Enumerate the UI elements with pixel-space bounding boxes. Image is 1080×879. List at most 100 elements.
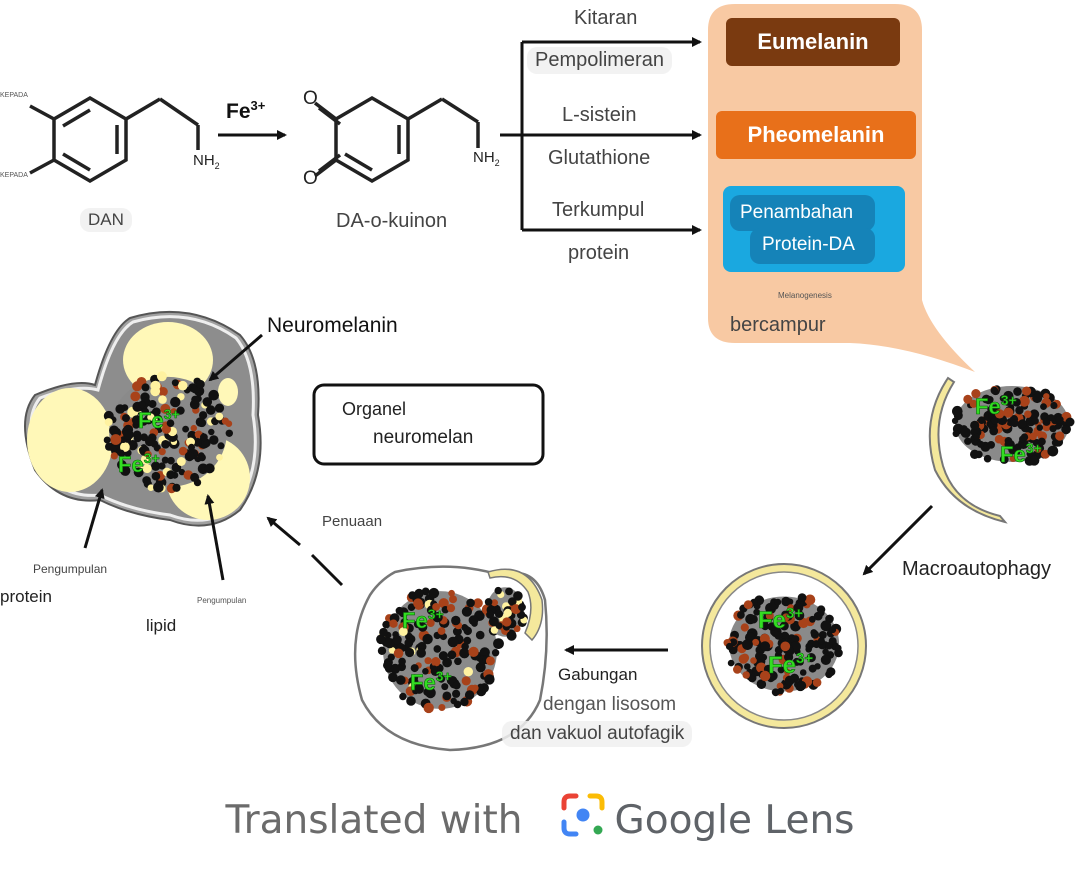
melanin-granule (1012, 398, 1021, 407)
melanin-granule (808, 664, 817, 673)
melanin-granule (793, 602, 804, 613)
melanin-granule (425, 687, 436, 699)
melanin-granule (1040, 403, 1047, 410)
melanin-granule (774, 631, 783, 640)
melanin-granule (190, 424, 197, 432)
melanin-granule (787, 604, 795, 612)
melanin-granule (740, 623, 749, 632)
melanin-granule (477, 683, 484, 691)
melanin-granule (449, 595, 457, 604)
melanin-granule (225, 429, 233, 437)
melanin-granule (158, 395, 167, 404)
melanin-granule (148, 400, 157, 408)
melanin-granule (486, 610, 495, 619)
melanin-granule (791, 635, 800, 643)
melanin-granule (835, 644, 842, 652)
melanin-granule (130, 391, 141, 402)
melanin-granule (432, 612, 443, 623)
organelle-arrows (83, 333, 344, 587)
melanin-granule (423, 702, 434, 714)
melanin-granule (406, 696, 416, 706)
melanin-granule (204, 463, 215, 474)
melanin-granule (428, 587, 440, 599)
melanin-granule (805, 642, 813, 651)
melanin-granule (977, 440, 985, 448)
melanin-granule (446, 676, 456, 686)
melanin-granule (1055, 431, 1065, 441)
melanin-granule (952, 405, 963, 417)
melanin-granule (413, 598, 423, 609)
melanin-granule (379, 627, 388, 637)
melanin-granule (167, 456, 175, 465)
melanin-granule (150, 380, 161, 391)
melanin-granule (413, 620, 422, 629)
melanin-granule (1061, 424, 1071, 435)
melanin-granule (744, 663, 751, 670)
autophagosome-forming (928, 376, 1075, 524)
melanin-granule (177, 380, 188, 391)
melanin-granule (117, 460, 127, 470)
melanin-granule (453, 700, 462, 709)
melanin-granule (767, 622, 777, 631)
melanin-granule (424, 657, 432, 665)
melanin-granule (812, 678, 822, 687)
melanin-granule (127, 440, 138, 451)
melanin-granule (493, 638, 504, 649)
svg-text:Fe3+: Fe3+ (402, 606, 444, 633)
melanin-granule (133, 467, 144, 478)
melanin-granule (158, 462, 166, 470)
melanin-granule (466, 598, 475, 608)
melanin-granule (422, 668, 429, 675)
melanin-granule (447, 636, 459, 648)
melanin-granule (776, 682, 784, 690)
melanin-granule (161, 456, 169, 464)
macroautophagy-label: Macroautophagy (902, 558, 1051, 580)
melanin-granule (396, 675, 406, 685)
melanin-granule (103, 436, 111, 444)
melanin-granule (144, 450, 152, 458)
protein-label: protein (568, 242, 630, 264)
melanin-granule (461, 606, 472, 617)
melanin-granule (383, 660, 392, 670)
melanin-granule (463, 636, 472, 645)
melanin-granule (141, 383, 150, 392)
melanin-granule (147, 413, 155, 421)
melanin-granule (451, 615, 461, 626)
melanin-granule (1047, 414, 1055, 422)
melanin-granule (1050, 401, 1058, 410)
melanin-granule (199, 411, 208, 420)
melanin-granule (820, 654, 832, 666)
melanin-granule (471, 620, 478, 627)
melanin-granule (752, 638, 760, 646)
melanin-granule (484, 598, 493, 606)
melanin-granule (513, 625, 521, 633)
melanin-granule (990, 386, 999, 395)
melanin-granule (518, 603, 526, 612)
melanin-granule (494, 586, 502, 595)
melanin-granule (176, 406, 185, 415)
melanin-granule (166, 419, 175, 428)
melanin-granule (196, 379, 205, 389)
melanin-granule (145, 437, 155, 447)
melanin-granule (176, 457, 186, 466)
melanin-granule (388, 647, 396, 654)
melanin-granule (387, 653, 395, 661)
melanin-granule (448, 589, 455, 597)
melanin-granule (781, 596, 791, 607)
melanin-granule (784, 668, 791, 676)
melanin-granule (438, 598, 449, 609)
melanin-granule (432, 603, 440, 611)
penambahan-chip (730, 195, 875, 231)
melanin-granule (138, 446, 146, 454)
melanin-granule (774, 598, 782, 606)
melanin-granule (1029, 432, 1037, 441)
melanin-granule (963, 394, 973, 404)
melanin-granule (1024, 410, 1032, 418)
neuromelanin-label: Neuromelanin (267, 314, 398, 337)
autophagosome (701, 563, 867, 729)
melanin-granule (1020, 433, 1029, 441)
melanin-granule (742, 671, 750, 679)
melanin-granule (438, 704, 446, 711)
melanin-granule (761, 622, 770, 631)
